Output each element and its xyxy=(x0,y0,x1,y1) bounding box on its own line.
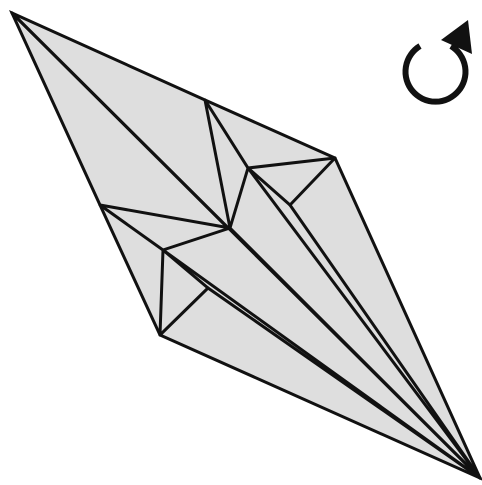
rotate-icon xyxy=(406,20,473,102)
